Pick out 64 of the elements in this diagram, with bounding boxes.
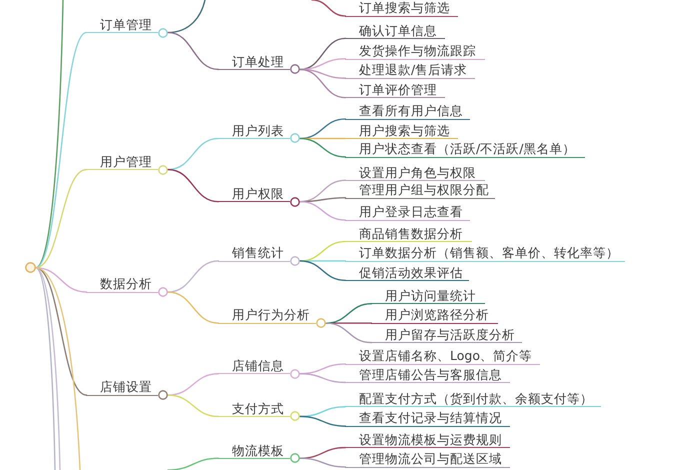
topic-label: 促销活动效果评估 [345,266,469,282]
branch-line [167,394,220,418]
topic-label: 管理店铺公告与客服信息 [345,368,510,384]
topic-label: 确认订单信息 [345,24,445,40]
topic-label: 配置支付方式（货到付款、余额支付等） [345,392,601,408]
topic-label: 用户行为分析 [218,308,316,324]
topic-label: 店铺信息 [218,358,290,374]
topic-label: 订单处理 [218,54,290,70]
branch-line [299,138,346,158]
topic-label: 支付方式 [218,402,290,418]
topic-label: 用户登录日志查看 [345,205,470,221]
topic-label: 店铺设置 [86,380,158,396]
topic-label: 用户管理 [86,154,158,170]
topic-label: 查看支付记录与结算情况 [345,411,510,427]
branch-line [299,373,346,384]
branch-line [299,240,346,262]
branch-line [34,267,56,470]
topic-label: 用户浏览路径分析 [371,308,498,324]
branch-line [299,38,346,70]
topic-label: 数据分析 [86,277,158,293]
topic-label: 商品销售数据分析 [345,226,472,242]
branch-line [325,322,372,344]
branch-line [299,406,346,418]
branch-line [299,458,346,468]
topic-label: 管理物流公司与配送区域 [345,452,510,468]
branch-line [34,267,61,470]
topic-label: 用户留存与活跃度分析 [371,328,522,344]
topic-label: 销售统计 [218,246,290,262]
topic-label: 设置店铺名称、Logo、简介等 [345,349,540,365]
circle-icon [24,262,36,274]
topic-label: 物流模板 [218,444,290,459]
branch-line [167,458,220,470]
branch-line [34,267,81,470]
topic-label: 用户搜索与筛选 [345,124,458,140]
branch-line [299,260,346,282]
branch-line [299,58,346,70]
branch-line [167,260,220,293]
topic-label: 订单数据分析（销售额、客单价、转化率等） [345,246,625,262]
branch-line [167,32,220,70]
topic-label: 用户访问量统计 [371,288,485,304]
topic-label: 订单评价管理 [345,82,445,98]
topic-label: 管理用户组与权限分配 [345,183,495,198]
branch-line [299,118,346,140]
topic-label: 发货操作与物流跟踪 [345,44,485,60]
branch-line [34,32,88,268]
branch-line [299,68,346,98]
branch-line [299,416,346,427]
topic-label: 订单搜索与筛选 [345,1,458,17]
branch-line [34,0,64,268]
topic-label: 订单管理 [86,18,158,34]
topic-label: 处理退款/售后请求 [345,63,475,79]
topic-label: 用户权限 [218,186,290,202]
topic-label: 设置用户角色与权限 [345,166,485,182]
topic-label: 设置物流模板与运费规则 [345,432,510,448]
branch-line [34,267,88,293]
branch-line [167,168,220,202]
branch-line [299,200,346,221]
branch-line [311,0,346,17]
topic-label: 查看所有用户信息 [345,104,470,120]
branch-line [167,291,220,324]
topic-label: 用户状态查看（活跃/不活跃/黑名单） [345,142,585,158]
branch-line [34,168,88,268]
branch-line [167,138,220,170]
topic-label: 用户列表 [218,124,290,140]
